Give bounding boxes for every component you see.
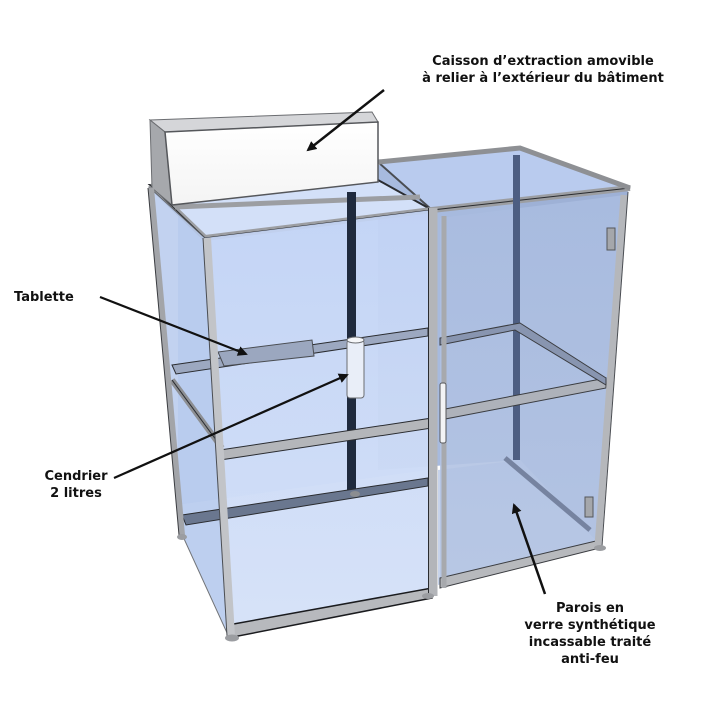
annotation-cendrier-line-2: 2 litres — [50, 486, 102, 501]
annotation-arrows — [99, 89, 547, 595]
arrow-parois — [511, 503, 547, 595]
arrow-tablette — [99, 295, 248, 356]
door-hardware — [439, 227, 616, 518]
annotation-cendrier-line-1: Cendrier — [44, 469, 108, 484]
annotation-cendrier: Cendrier 2 litres — [26, 468, 126, 502]
shelf — [217, 339, 315, 367]
annotation-parois-line-3: incassable traité — [528, 635, 652, 650]
door-hinge-top — [606, 227, 616, 251]
annotation-parois-line-1: Parois en — [555, 601, 625, 616]
rear-pole — [513, 155, 520, 460]
annotation-tablette-line-1: Tablette — [14, 290, 74, 305]
annotation-caisson-line-1: Caisson d’extraction amovible — [432, 54, 654, 69]
annotation-parois-line-2: verre synthétique — [524, 618, 656, 633]
arrow-caisson — [306, 89, 385, 152]
extraction-box — [148, 111, 379, 207]
annotation-caisson-line-2: à relier à l’extérieur du bâtiment — [422, 71, 664, 86]
right-compartment-door — [440, 195, 625, 585]
annotation-parois-line-4: anti-feu — [561, 652, 619, 667]
ashtray — [346, 336, 365, 399]
annotation-parois: Parois en verre synthétique incassable t… — [490, 600, 690, 668]
annotation-tablette: Tablette — [14, 289, 74, 306]
door-hinge-bottom — [584, 496, 594, 518]
door-handle — [439, 382, 447, 444]
arrow-cendrier — [113, 373, 349, 480]
annotation-caisson: Caisson d’extraction amovible à relier à… — [388, 53, 698, 87]
cabin-roof-frame — [147, 145, 631, 242]
